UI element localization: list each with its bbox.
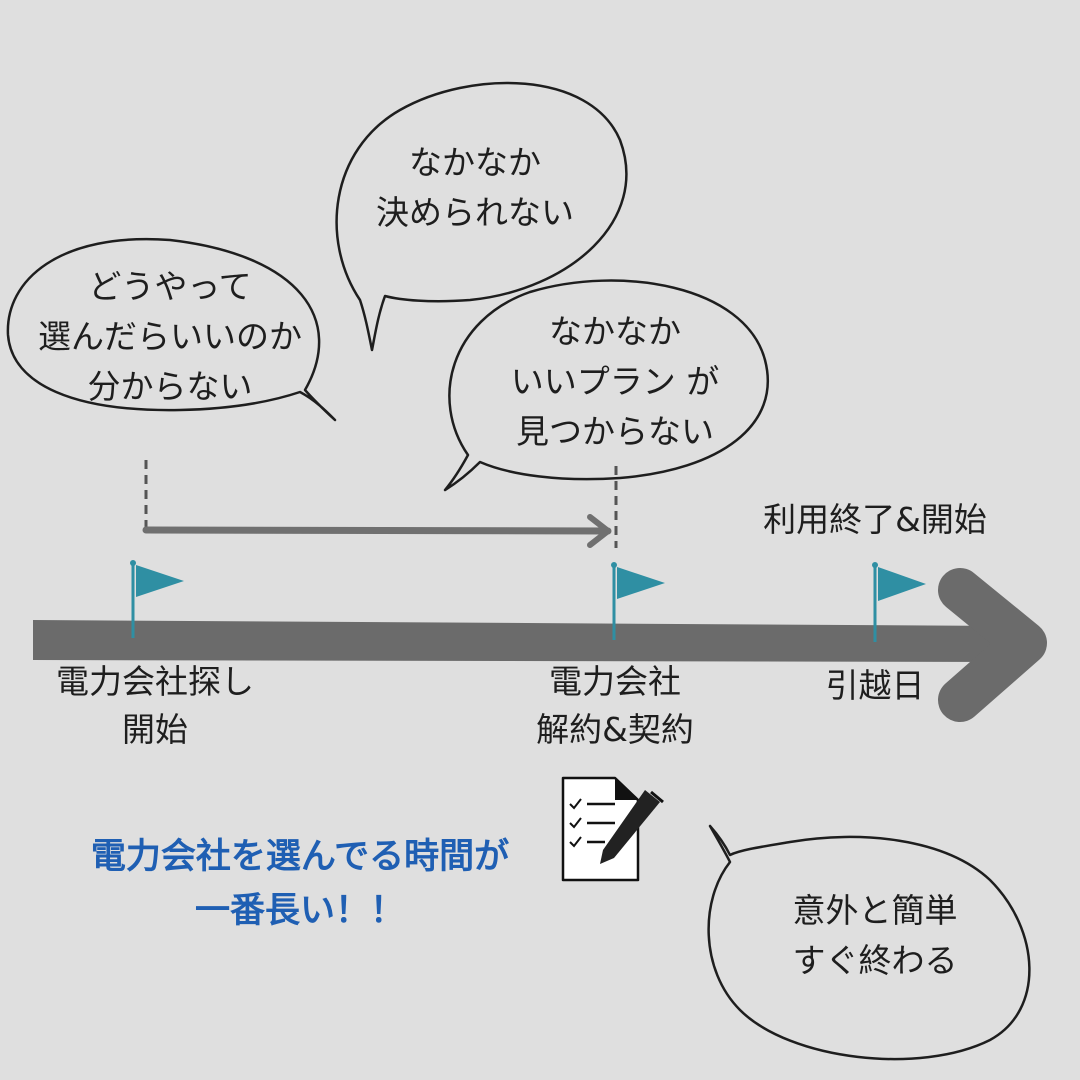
bubble-line: すぐ終わる [792,941,958,980]
milestone-line: 解約&契約 [536,710,694,749]
bubble-line: いいプラン が [510,362,720,401]
flag-icon [130,560,184,638]
contract-pen-icon [561,776,664,882]
speech-bubble-how-to-choose [6,237,337,422]
speech-bubble-easy-finish [707,824,1031,1061]
bubble-line: なかなか [409,143,541,182]
highlight-line: 一番長い！！ [194,891,405,931]
bubble-line: 決められない [376,193,574,232]
milestone-line: 引越日 [825,666,925,705]
bubble-line: 選んだらいいのか [38,317,302,356]
milestone-contract-label: 電力会社 解約&契約 [505,658,725,754]
milestone-search-start-label: 電力会社探し 開始 [30,658,280,754]
speech-bubble-no-good-plan [443,279,770,492]
bubble-no-good-plan-text: なかなか いいプラン が 見つからない [480,307,750,457]
milestone-moving-day-label: 引越日 [800,662,950,710]
speech-bubble-cant-decide [335,81,628,352]
period-arrow [142,460,618,548]
bubble-line: 分からない [87,367,253,406]
milestone-line: 電力会社 [549,662,681,701]
timeline-arrow [33,568,1047,722]
highlight-message: 電力会社を選んでる時間が 一番長い！！ [40,830,560,938]
bubble-cant-decide-text: なかなか 決められない [355,138,595,238]
bubble-line: 意外と簡単 [792,891,958,930]
milestone-line: 電力会社探し [56,662,254,701]
bubble-how-to-choose-text: どうやって 選んだらいいのか 分からない [20,262,320,412]
flag-icon [611,562,665,640]
milestone-line: 開始 [122,710,188,749]
flag-icon [872,562,926,642]
bubble-easy-finish-text: 意外と簡単 すぐ終わる [760,886,990,986]
milestone-line: 利用終了&開始 [763,500,987,539]
bubble-line: どうやって [88,267,252,306]
highlight-line: 電力会社を選んでる時間が [90,837,510,877]
bubble-line: 見つからない [516,412,714,451]
milestone-moving-day-above: 利用終了&開始 [740,496,1010,544]
bubble-line: なかなか [549,312,681,351]
